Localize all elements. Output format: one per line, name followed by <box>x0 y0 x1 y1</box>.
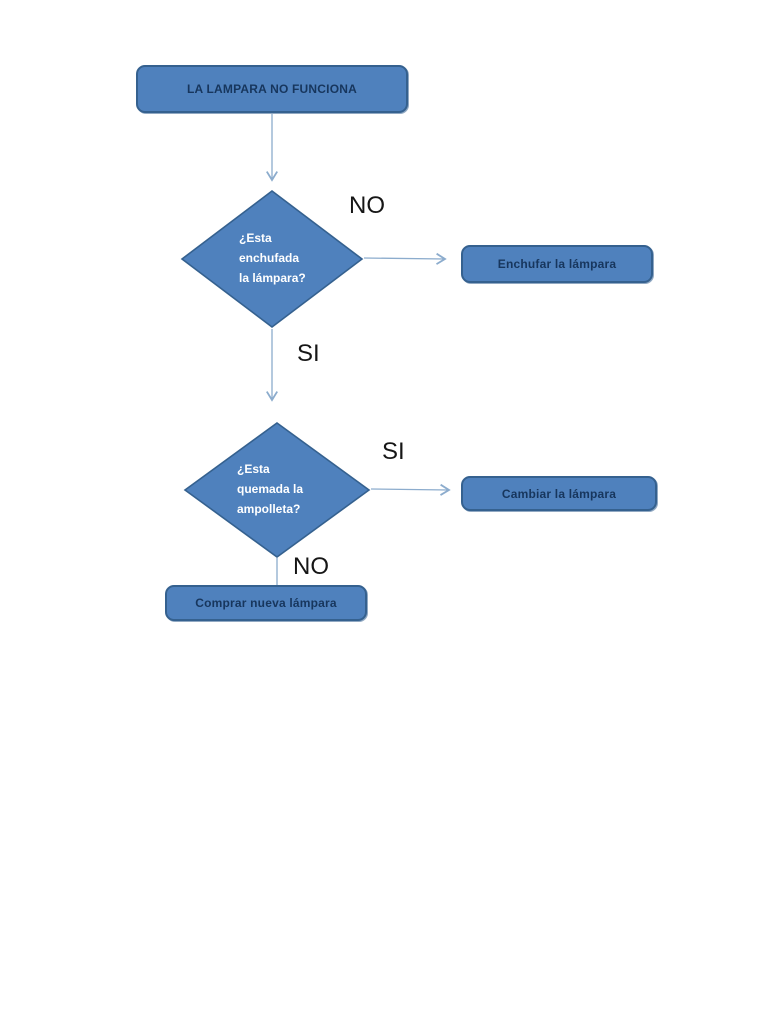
start-node: LA LAMPARA NO FUNCIONA <box>136 65 408 113</box>
action-plug-node: Enchufar la lámpara <box>461 245 653 283</box>
action-change-node: Cambiar la lámpara <box>461 476 657 511</box>
decision-plugged-text: ¿Esta enchufada la lámpara? <box>239 228 306 288</box>
decision-diamond-plugged <box>180 189 364 329</box>
edge-label-si-burned: SI <box>382 438 405 465</box>
decision-burned-line-1: ¿Esta <box>237 462 270 476</box>
decision-diamond-burned <box>183 422 371 558</box>
edge-label-si-plugged: SI <box>297 340 320 367</box>
edge-label-no-burned: NO <box>293 553 329 580</box>
decision-plugged-line-1: ¿Esta <box>239 231 272 245</box>
action-buy-label: Comprar nueva lámpara <box>195 596 337 610</box>
action-buy-node: Comprar nueva lámpara <box>165 585 367 621</box>
connector-decision1-no-to-plug <box>363 252 447 265</box>
action-change-label: Cambiar la lámpara <box>501 486 617 501</box>
edge-label-no-plugged: NO <box>349 192 385 219</box>
start-node-label: LA LAMPARA NO FUNCIONA <box>187 82 357 96</box>
action-plug-label: Enchufar la lámpara <box>497 257 617 271</box>
decision-burned-line-2: quemada la <box>237 482 304 496</box>
decision-burned-text: ¿Esta quemada la ampolleta? <box>237 459 303 519</box>
decision-burned-line-3: ampolleta? <box>237 502 301 516</box>
decision-plugged-line-3: la lámpara? <box>239 271 306 285</box>
connector-decision2-si-to-change <box>370 483 451 496</box>
decision-plugged-line-2: enchufada <box>239 251 300 265</box>
